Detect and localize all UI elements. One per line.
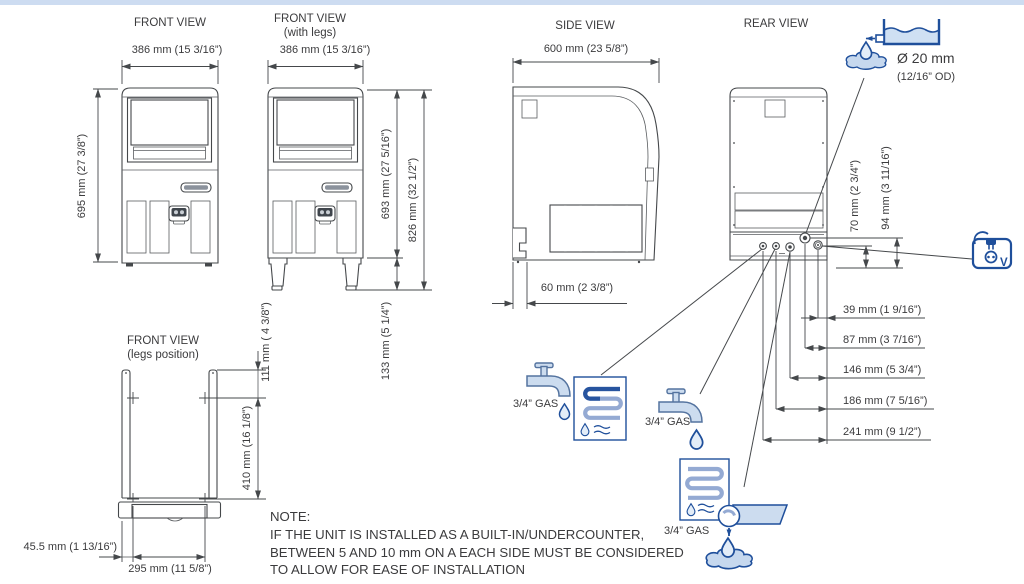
rear-connections [759,232,823,254]
drain-diameter-label: Ø 20 mm [897,50,955,66]
dispenser [168,205,190,225]
plug-icon [986,238,996,245]
coil-box-icon [573,376,627,441]
drain-pipe-icon [732,504,789,525]
legs-position-dims: 45.5 mm (1 13/16”) 295 mm (11 5/8”) 111 … [23,302,272,575]
front-view-height-label: 695 mm (27 3/8”) [76,134,88,218]
drain-od-label: (12/16” OD) [897,71,955,83]
gas-drain-label: 3/4” GAS [664,525,709,537]
gas-inlet-middle-annotation: 3/4” GAS [645,388,704,450]
voltage-label: V [1000,257,1008,269]
front-view-unit [121,87,219,267]
front-view-width-label: 386 mm (15 3/16”) [132,44,222,56]
water-tank-icon [865,19,941,46]
note-heading: NOTE: [270,509,310,524]
water-drop-icon [558,403,571,421]
side-view: SIDE VIEW 600 mm (23 5/8”) [492,20,660,309]
leg [342,257,362,287]
gas-inlet-middle-label: 3/4” GAS [645,416,690,428]
leg [268,257,288,287]
drain-height-label: 70 mm (2 3/4”) [849,160,861,232]
side-offset-label: 45.5 mm (1 13/16”) [23,541,117,553]
rear-offset-label: 111 mm ( 4 3/8”) [260,302,272,382]
front-view-legs-width-dim [267,60,364,84]
drain-fitting [513,227,527,259]
gas-drain-annotation: 3/4” GAS [664,458,789,570]
outlet-icon [984,250,998,264]
top-vent [521,99,538,119]
leg-position-marks [127,392,211,505]
front-view-legs-height-dims: 693 mm (27 5/16”) 826 mm (32 1/2”) 133 m… [350,89,432,380]
front-view-with-legs: FRONT VIEW (with legs) 386 mm (15 3/16”) [267,13,432,380]
rear-view-height-dims: 70 mm (2 3/4”) 94 mm (3 11/16”) [810,146,903,269]
leg-spacing-depth-label: 410 mm (16 1/8”) [241,406,253,490]
water-drop-icon [720,537,736,558]
side-view-drain-offset-dim: 60 mm (2 3/8”) [492,262,627,309]
gas-inlet-left-annotation: 3/4” GAS [513,362,627,441]
front-view-legs-subtitle: (with legs) [284,27,337,39]
legs-position-subtitle: (legs position) [127,349,199,361]
bin-door-window [130,99,209,146]
side-view-title: SIDE VIEW [555,20,615,32]
gravity-drain-annotation: Ø 20 mm (12/16” OD) [845,19,955,83]
note-block: NOTE: IF THE UNIT IS INSTALLED AS A BUIL… [270,509,684,577]
louver-vent [190,200,211,254]
front-view: FRONT VIEW 386 mm (15 3/16”) [76,17,222,267]
note-line-3: TO ALLOW FOR EASE OF INSTALLATION [270,562,525,577]
brand-plate [180,182,212,193]
rear-top-vent [764,99,786,118]
water-drop-icon [689,429,704,450]
rear-view-title: REAR VIEW [744,18,809,30]
offset-146-label: 146 mm (5 3/4”) [843,364,921,376]
offset-87-label: 87 mm (3 7/16”) [843,334,921,346]
rear-view-unit [729,87,828,261]
louver-vent [336,200,357,254]
offset-39-label: 39 mm (1 9/16”) [843,304,921,316]
body-height-label: 693 mm (27 5/16”) [380,129,392,219]
total-height-label: 826 mm (32 1/2”) [407,158,419,242]
leg-height-label: 133 mm (5 1/4”) [380,302,392,380]
inlet-height-label: 94 mm (3 11/16”) [880,146,892,230]
pipe-junction-icon [717,504,741,528]
legs-position-unit [117,369,222,522]
rear-view: REAR VIEW [600,18,973,488]
side-view-unit [512,86,660,264]
offset-241-label: 241 mm (9 1/2”) [843,426,921,438]
front-view-height-dim: 695 mm (27 3/8”) [76,88,118,263]
louver-vent [295,200,316,254]
front-view-legs-width-label: 386 mm (15 3/16”) [280,44,370,56]
door-handle [645,167,654,182]
front-view-legs-unit [267,87,364,291]
note-line-2: BETWEEN 5 AND 10 mm ON A EACH SIDE MUST … [270,545,684,560]
power-plug-annotation: V [971,231,1013,270]
offset-186-label: 186 mm (7 5/16”) [843,395,927,407]
dispenser [314,205,336,225]
side-view-depth-label: 600 mm (23 5/8”) [544,43,628,55]
top-strip [0,0,1024,5]
water-drop-icon [859,41,873,61]
callout-lines [600,77,973,488]
front-view-width-dim [121,60,219,84]
bin-door-window [276,99,355,146]
louver-vent [272,200,293,254]
front-view-legs-title: FRONT VIEW [274,13,346,25]
condenser-vent [734,192,824,211]
front-view-title: FRONT VIEW [134,17,206,29]
legs-position-title: FRONT VIEW [127,335,199,347]
louver-vent [126,200,147,254]
gas-inlet-left-label: 3/4” GAS [513,398,558,410]
note-line-1: IF THE UNIT IS INSTALLED AS A BUILT-IN/U… [270,527,644,542]
power-cord-icon [973,231,989,245]
condenser-vent [734,210,824,229]
louver-vent [149,200,170,254]
side-view-depth-dim [512,58,660,83]
leg-spacing-width-label: 295 mm (11 5/8”) [128,563,212,575]
side-vent-grid [549,204,643,253]
rear-view-offset-dims: 39 mm (1 9/16”) 87 mm (3 7/16”) 146 mm (… [762,244,934,444]
faucet-icon [526,362,571,397]
legs-position-view: FRONT VIEW (legs position) [23,302,272,575]
drain-offset-label: 60 mm (2 3/8”) [541,282,613,294]
brand-plate [321,182,353,193]
